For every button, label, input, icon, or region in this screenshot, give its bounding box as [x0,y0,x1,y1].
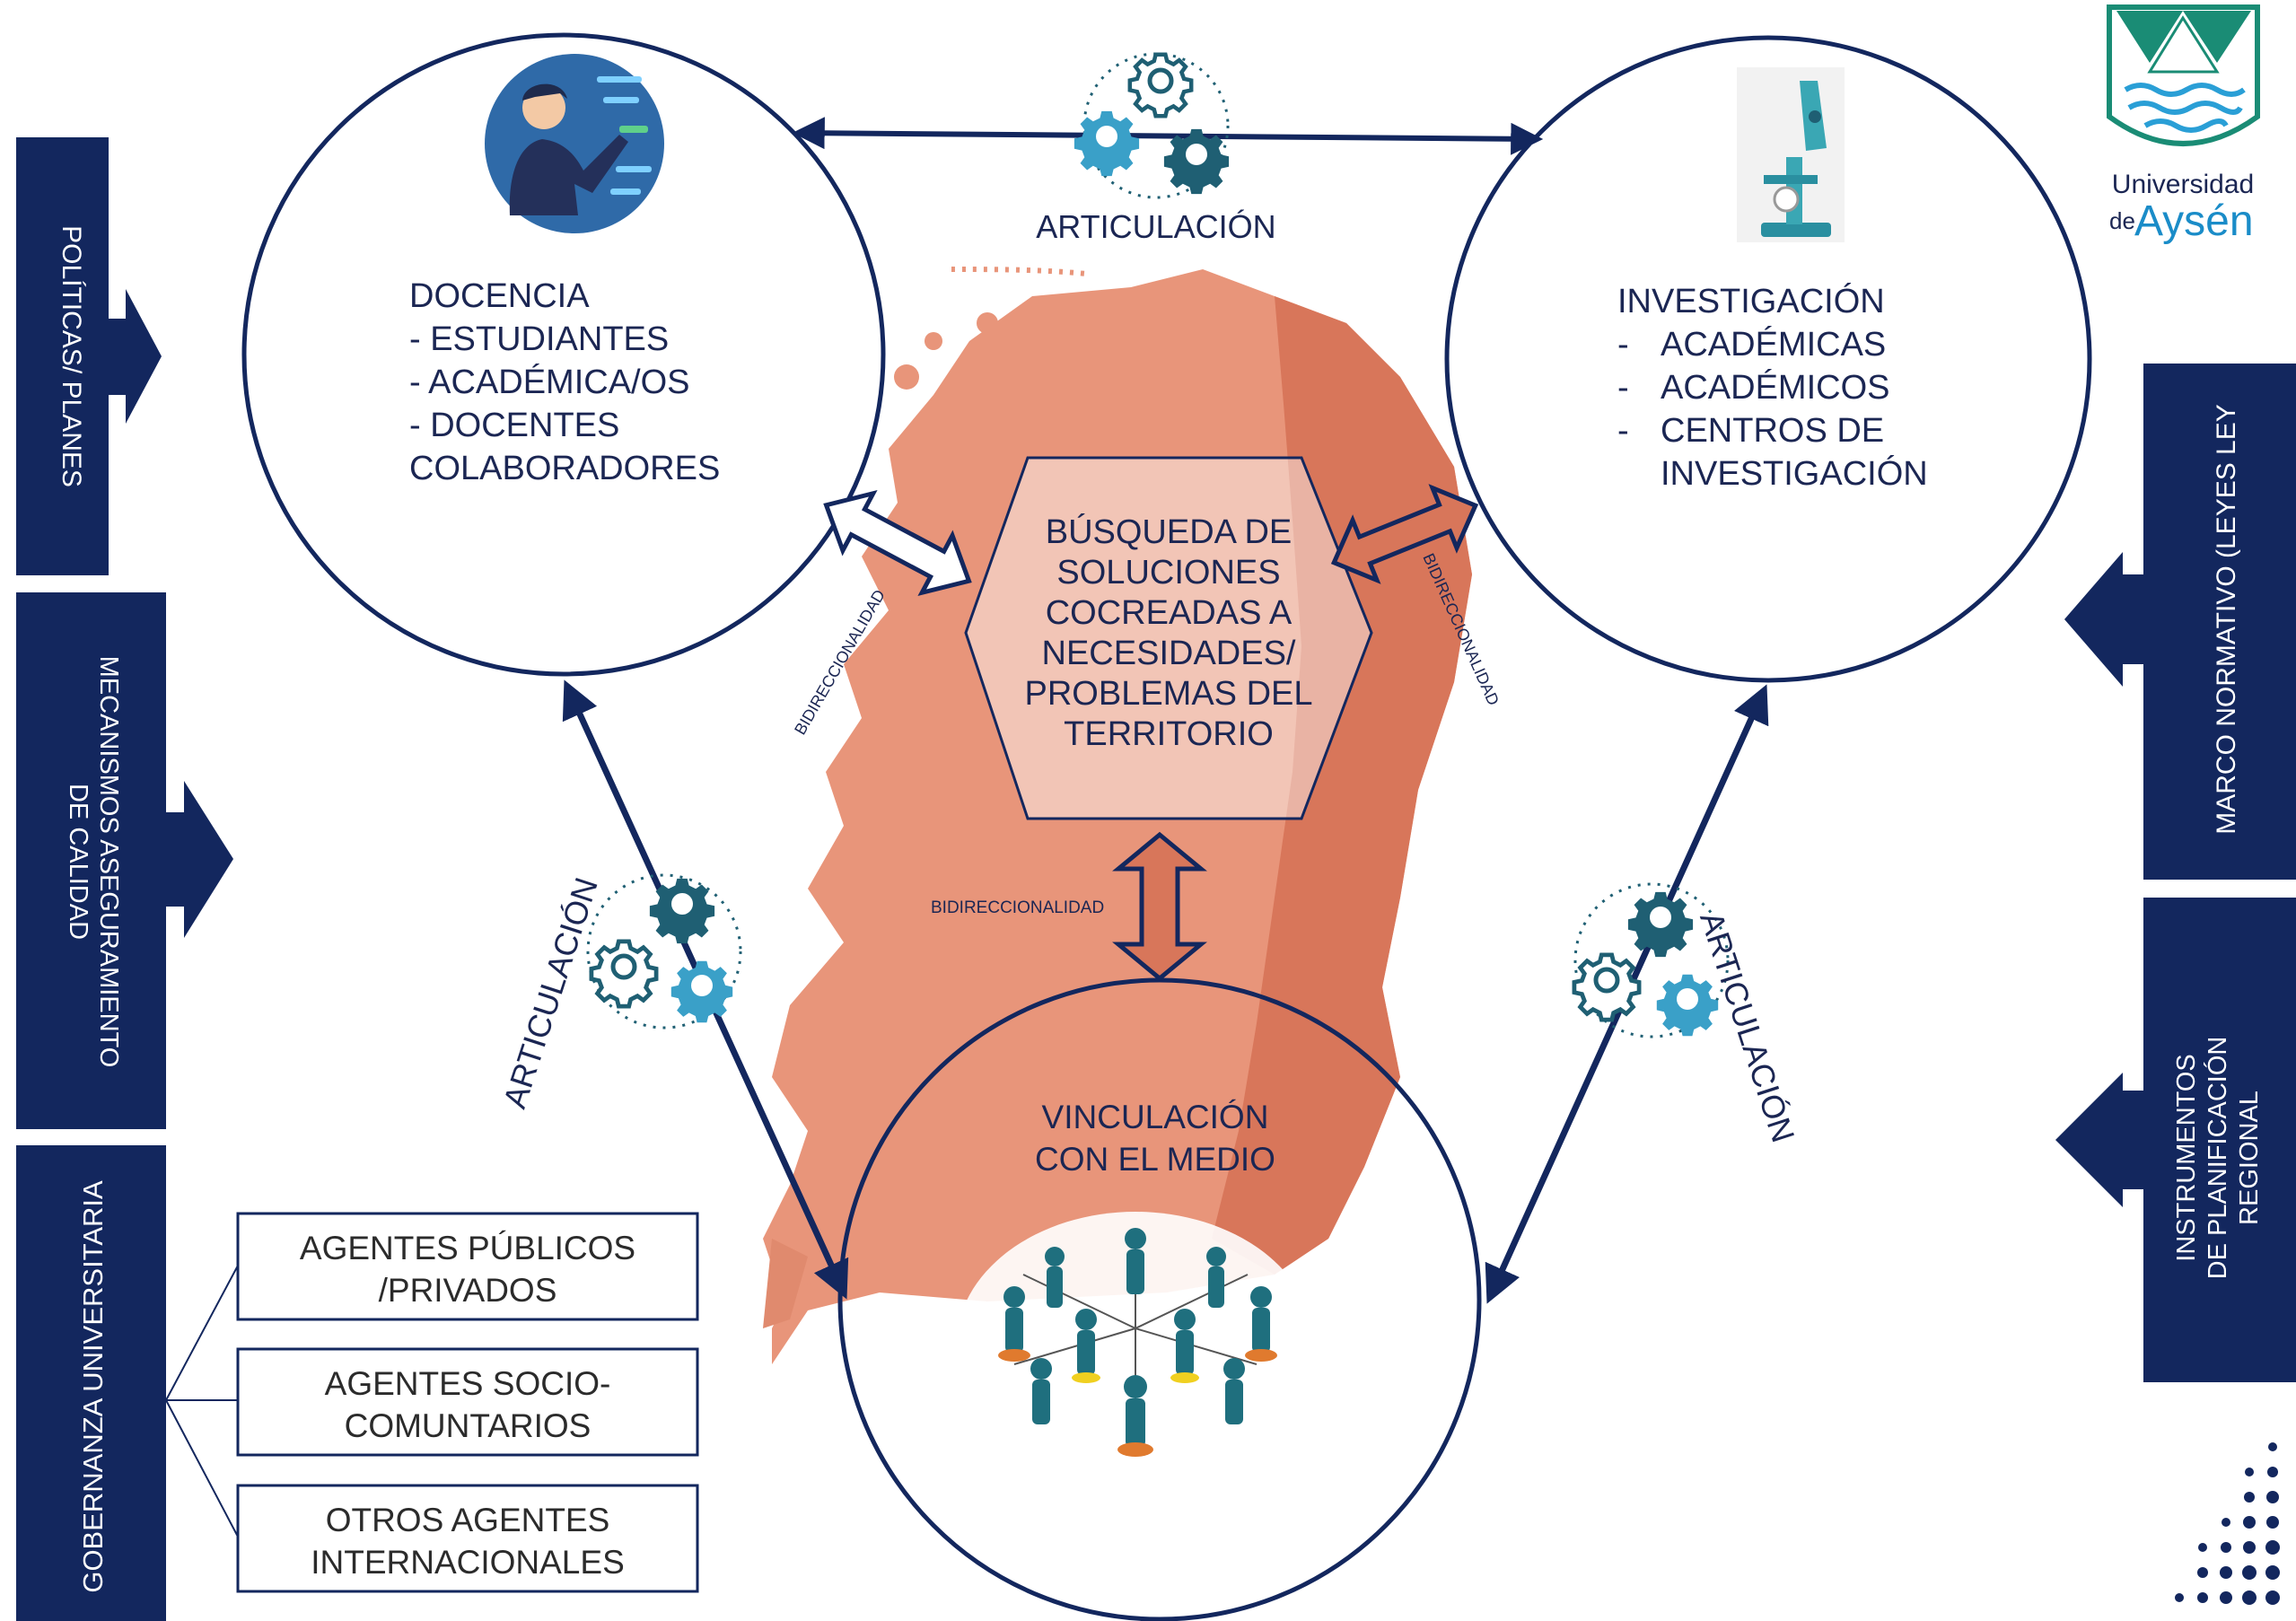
investigacion-item-4: INVESTIGACIÓN [1661,454,1928,493]
investigacion-bullet-1: - [1617,326,1629,364]
docencia-item-2: - ACADÉMICA/OS [409,363,690,401]
agent-box-2-line-1: AGENTES SOCIO- [325,1365,611,1402]
docencia-text: DOCENCIA - ESTUDIANTES - ACADÉMICA/OS - … [409,277,720,487]
agent-box-3-line-2: INTERNACIONALES [311,1544,625,1581]
investigacion-bullet-3: - [1617,412,1629,450]
marco-panel: MARCO NORMATIVO (LEYES LEY [2064,364,2296,880]
gear-cluster-right [1574,882,1730,1038]
vinculacion-line-2: CON EL MEDIO [1035,1141,1275,1178]
investigacion-title: INVESTIGACIÓN [1617,282,1885,320]
investigacion-item-1: ACADÉMICAS [1661,325,1886,364]
mecanismos-label-1: MECANISMOS ASEGURAMIENTO [94,656,123,1068]
center-line-5: PROBLEMAS DEL [1025,675,1313,713]
logo-line-1: Universidad [2112,170,2254,199]
docencia-item-4: COLABORADORES [409,450,720,487]
agent-box-3: OTROS AGENTES INTERNACIONALES [236,1484,699,1593]
gear-cluster-left [586,873,742,1030]
agent-box-1: AGENTES PÚBLICOS /PRIVADOS [236,1212,699,1321]
articulacion-label-top: ARTICULACIÓN [1036,208,1275,245]
agent-box-2: AGENTES SOCIO- COMUNTARIOS [236,1347,699,1457]
logo-line-2-main: Aysén [2134,197,2254,245]
gobernanza-panel: GOBERNANZA UNIVERSITARIA [16,1145,166,1621]
agent-box-3-line-1: OTROS AGENTES [326,1502,610,1538]
mecanismos-label-2: DE CALIDAD [64,784,92,940]
investigacion-circle [1444,35,2092,683]
center-text: BÚSQUEDA DE SOLUCIONES COCREADAS A NECES… [1025,513,1313,753]
bidirectional-arrow-bottom [1112,831,1207,982]
center-hexagon [964,456,1373,820]
vinculacion-text: VINCULACIÓN CON EL MEDIO [1035,1099,1275,1178]
mecanismos-panel: MECANISMOS ASEGURAMIENTO DE CALIDAD [16,592,233,1129]
bidirectional-arrow-right [1330,484,1479,584]
center-line-6: TERRITORIO [1064,715,1274,753]
center-line-3: COCREADAS A [1046,594,1293,632]
agent-box-1-line-1: AGENTES PÚBLICOS [300,1230,635,1266]
dot-pattern [2175,1442,2280,1605]
marco-label: MARCO NORMATIVO (LEYES LEY [2212,404,2241,835]
investigacion-item-2: ACADÉMICOS [1661,368,1889,407]
bidirectional-arrow-left [823,489,972,597]
vinculacion-line-1: VINCULACIÓN [1042,1099,1269,1135]
agent-connectors [165,1265,239,1538]
instrumentos-label-1: INSTRUMENTOS [2172,1054,2201,1261]
instrumentos-label-2: DE PLANIFICACIÓN [2203,1037,2232,1280]
agent-box-2-line-2: COMUNTARIOS [345,1407,592,1444]
center-line-2: SOLUCIONES [1056,554,1280,591]
microscope-icon [1737,67,1845,242]
docencia-title: DOCENCIA [409,277,590,315]
center-line-4: NECESIDADES/ [1042,635,1296,672]
politicas-panel: POLÍTICAS/ PLANES [16,137,162,575]
docencia-circle [241,32,886,677]
center-line-1: BÚSQUEDA DE [1046,513,1293,551]
teacher-icon [485,54,664,233]
bidireccionalidad-label-bottom: BIDIRECCIONALIDAD [931,898,1104,917]
university-logo: Universidad de Aysén [2107,4,2260,245]
logo-line-2-prefix: de [2109,207,2135,234]
people-network-icon [956,1212,1315,1481]
agent-box-1-line-2: /PRIVADOS [379,1272,557,1309]
docencia-item-1: - ESTUDIANTES [409,320,669,358]
investigacion-text: INVESTIGACIÓN - ACADÉMICAS - ACADÉMICOS … [1617,282,1928,493]
investigacion-bullet-2: - [1617,369,1629,407]
investigacion-item-3: CENTROS DE [1661,412,1884,450]
gobernanza-label: GOBERNANZA UNIVERSITARIA [77,1180,109,1593]
articulacion-label-left: ARTICULACIÓN [495,873,605,1113]
politicas-label: POLÍTICAS/ PLANES [57,225,86,487]
instrumentos-label-3: REGIONAL [2235,1091,2264,1225]
instrumentos-panel: INSTRUMENTOS DE PLANIFICACIÓN REGIONAL [2055,898,2296,1382]
docencia-item-3: - DOCENTES [409,407,619,444]
gear-cluster-top [1074,52,1230,199]
top-connector-arrow [792,117,1544,155]
